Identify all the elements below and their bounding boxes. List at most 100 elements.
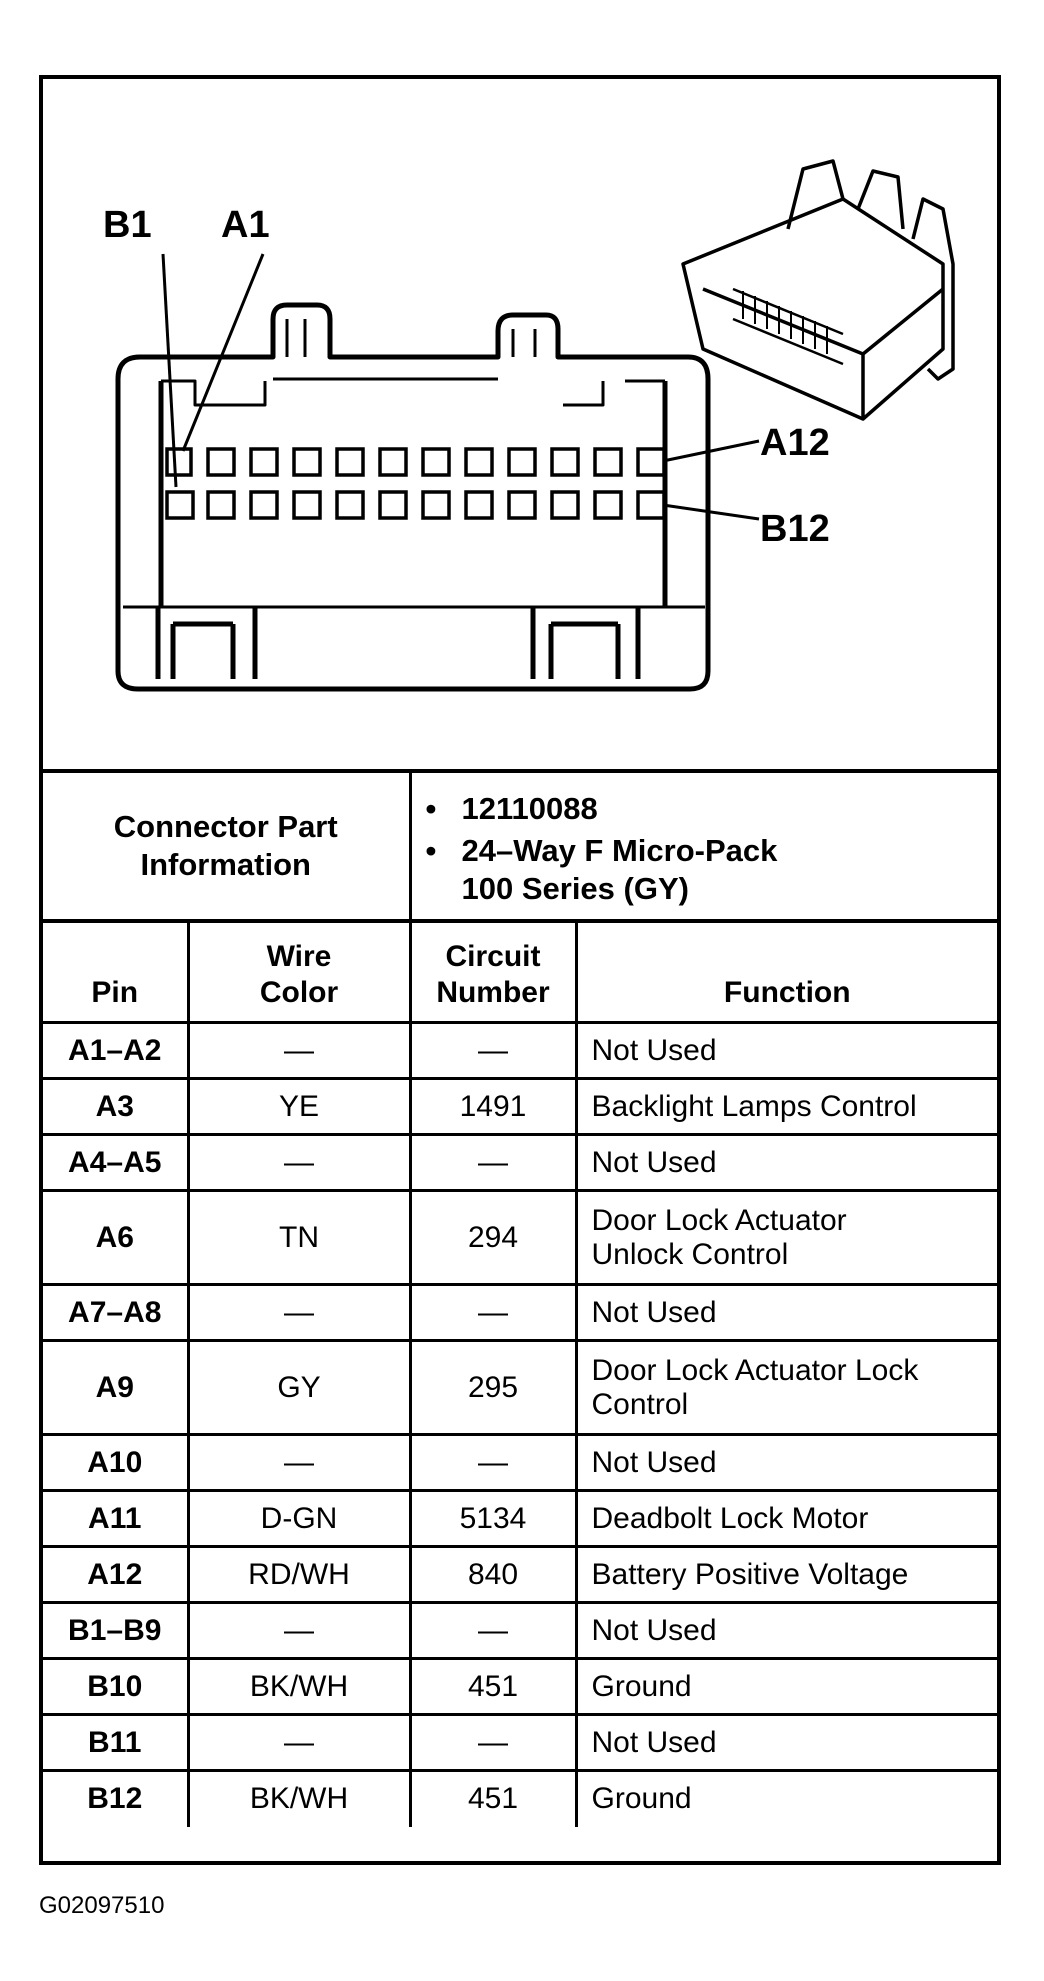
tab-right-detail: [511, 329, 537, 357]
cell-wire-color: RD/WH: [186, 1545, 412, 1604]
cell-function: Battery Positive Voltage: [574, 1545, 997, 1604]
cell-wire-color: GY: [186, 1339, 412, 1436]
cavity: [292, 447, 322, 477]
leader-a1: [181, 253, 265, 452]
cell-wire-color: D-GN: [186, 1489, 412, 1548]
function-line1: Ground: [591, 1669, 692, 1703]
cell-pin: B11: [43, 1713, 190, 1772]
function-line1: Not Used: [591, 1445, 717, 1479]
cavity: [165, 447, 193, 477]
cell-wire-color: BK/WH: [186, 1769, 412, 1827]
label-a12: A12: [760, 422, 830, 464]
table-row: A1–A2——Not Used: [43, 1021, 997, 1080]
cell-function: Not Used: [574, 1433, 997, 1492]
cell-circuit: —: [408, 1021, 578, 1080]
pin-table-header: Pin Wire Color Circuit Number Function: [43, 919, 997, 1024]
cavity: [550, 490, 580, 520]
iso-latch-right: [911, 197, 955, 381]
leader-a12: [662, 439, 760, 463]
cell-circuit: —: [408, 1601, 578, 1660]
cell-circuit: 295: [408, 1339, 578, 1436]
cavity: [550, 447, 580, 477]
label-b12: B12: [760, 508, 830, 550]
info-label-line1: Connector Part: [113, 809, 338, 845]
header-wire-line1: Wire: [266, 940, 332, 973]
function-line2: Unlock Control: [591, 1237, 789, 1271]
connector-info-value: • 12110088 • 24–Way F Micro-Pack 100 Ser…: [408, 769, 998, 923]
header-pin: Pin: [43, 919, 190, 1024]
leader-b12: [662, 503, 760, 521]
function-line2: Control: [591, 1387, 689, 1421]
cell-circuit: —: [408, 1433, 578, 1492]
function-line1: Battery Positive Voltage: [591, 1557, 909, 1591]
table-row: A10——Not Used: [43, 1433, 997, 1492]
function-line1: Backlight Lamps Control: [591, 1089, 917, 1123]
latch-left: [155, 607, 258, 679]
cavity: [636, 490, 666, 520]
cell-wire-color: —: [186, 1433, 412, 1492]
header-circuit-number: Circuit Number: [408, 919, 578, 1024]
header-function: Function: [574, 919, 997, 1024]
connector-part-info: Connector Part Information • 12110088 • …: [43, 769, 997, 923]
cell-pin: A11: [43, 1489, 190, 1548]
cell-wire-color: BK/WH: [186, 1657, 412, 1716]
cavity: [636, 447, 666, 477]
cell-pin: A7–A8: [43, 1283, 190, 1342]
cell-pin: A3: [43, 1077, 190, 1136]
iso-cavity-dividers: [742, 291, 828, 354]
cell-pin: A12: [43, 1545, 190, 1604]
iso-edges: [702, 287, 945, 419]
label-b1: B1: [103, 204, 152, 246]
connector-frame: B1 A1 A12 B12 Connector Part Information: [39, 75, 1001, 1865]
header-circuit-line2: Number: [436, 976, 550, 1009]
inner-edge-right: [563, 379, 665, 407]
header-circuit-line1: Circuit: [445, 940, 541, 973]
function-line1: Ground: [591, 1782, 692, 1816]
cell-function: Backlight Lamps Control: [574, 1077, 997, 1136]
cavity: [206, 490, 236, 520]
cell-wire-color: YE: [186, 1077, 412, 1136]
cell-pin: A6: [43, 1189, 190, 1286]
table-row: B11——Not Used: [43, 1713, 997, 1772]
cell-function: Deadbolt Lock Motor: [574, 1489, 997, 1548]
cell-pin: B1–B9: [43, 1601, 190, 1660]
latch-right: [530, 607, 641, 679]
cell-wire-color: —: [186, 1713, 412, 1772]
cell-circuit: 451: [408, 1769, 578, 1827]
cell-wire-color: —: [186, 1021, 412, 1080]
figure-code: G02097510: [39, 1892, 165, 1919]
bullet: •: [425, 791, 437, 827]
cell-wire-color: TN: [186, 1189, 412, 1286]
description-line1: 24–Way F Micro-Pack: [461, 833, 778, 869]
cavity: [165, 490, 195, 520]
connector-3d-view: [681, 159, 955, 421]
function-line1: Not Used: [591, 1295, 717, 1329]
connector-diagram: B1 A1 A12 B12: [43, 79, 997, 769]
cavity-row-b: [165, 490, 666, 520]
cell-pin: A9: [43, 1339, 190, 1436]
function-line1: Not Used: [591, 1033, 717, 1067]
description-line2: 100 Series (GY): [461, 871, 689, 907]
cell-function: Not Used: [574, 1133, 997, 1192]
function-line1: Deadbolt Lock Motor: [591, 1501, 869, 1535]
cavity: [378, 447, 408, 477]
description-row: • 24–Way F Micro-Pack 100 Series (GY): [426, 832, 998, 908]
part-number: 12110088: [461, 791, 598, 827]
bullet: •: [425, 833, 437, 869]
cavity: [378, 490, 408, 520]
function-line1: Not Used: [591, 1725, 717, 1759]
cell-circuit: —: [408, 1283, 578, 1342]
cell-function: Not Used: [574, 1713, 997, 1772]
cell-wire-color: —: [186, 1283, 412, 1342]
cell-wire-color: —: [186, 1601, 412, 1660]
cavity: [507, 447, 537, 477]
cell-circuit: 451: [408, 1657, 578, 1716]
cavity: [421, 490, 451, 520]
